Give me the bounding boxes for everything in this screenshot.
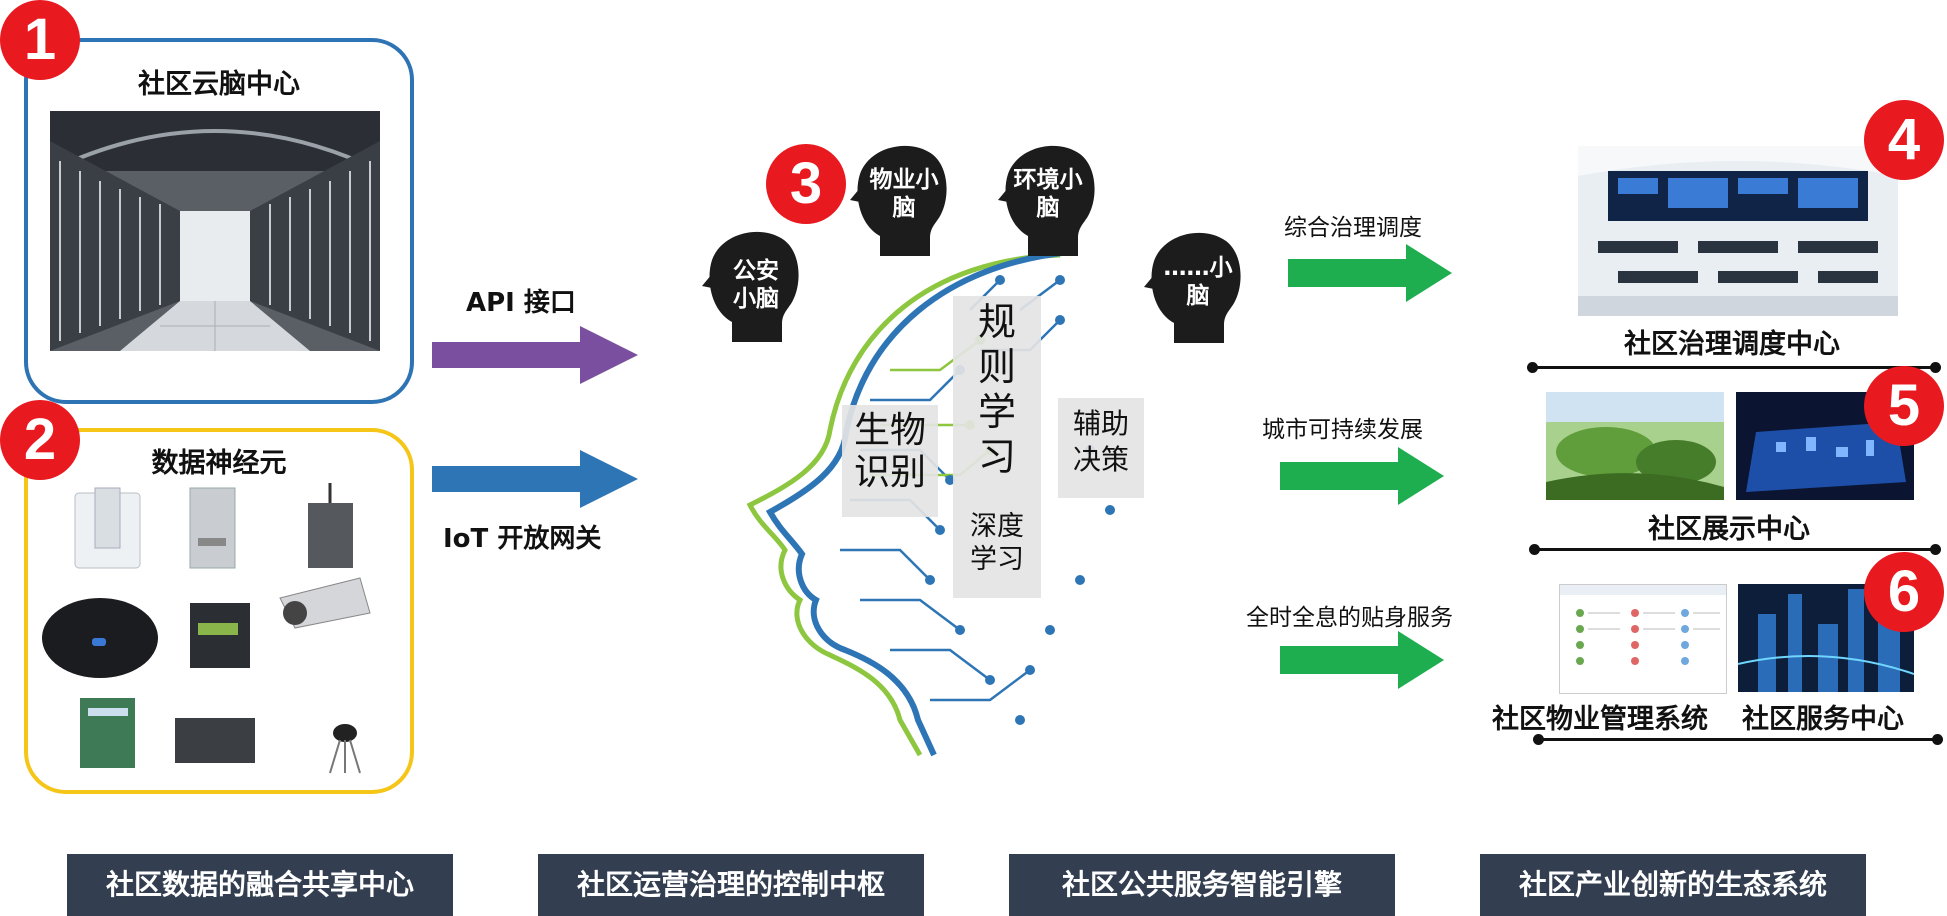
head-property-label: 物业小脑 (869, 167, 939, 221)
deep-learning-label: 深度 学习 (970, 511, 1024, 575)
assist-decision-label: 辅助 决策 (1072, 407, 1129, 476)
head-environment-label: 环境小脑 (1013, 167, 1083, 221)
rule-learning-label: 规 则 学 习 (977, 300, 1016, 479)
dispatch-center-photo (1578, 146, 1898, 316)
data-neuron-title: 数据神经元 (151, 448, 287, 479)
property-system-photo (1559, 584, 1727, 694)
badge-2: 2 (0, 400, 80, 480)
flow-arrow-service (1280, 631, 1444, 689)
badge-5: 5 (1864, 366, 1944, 446)
head-police-icon (702, 231, 799, 342)
iot-devices-photo (40, 478, 390, 778)
bio-recognition-label: 生物 识别 (853, 410, 926, 493)
flow-arrow-dispatch (1288, 244, 1452, 302)
server-room-photo (50, 111, 380, 351)
footer-data-fusion: 社区数据的融合共享中心 (67, 854, 453, 916)
iot-arrow (432, 450, 638, 508)
flow-arrow-sustainable (1280, 447, 1444, 505)
assist-decision-box (1058, 398, 1144, 498)
dispatch-center-title: 社区治理调度中心 (1624, 329, 1840, 360)
api-label: API 接口 (466, 288, 576, 318)
flow-label-dispatch: 综合治理调度 (1284, 215, 1422, 241)
head-environment-icon (998, 145, 1095, 256)
badge-1: 1 (0, 0, 80, 80)
iot-label: IoT 开放网关 (443, 524, 602, 554)
display-model-photo (1736, 392, 1914, 500)
api-arrow (432, 326, 638, 384)
flow-label-service: 全时全息的贴身服务 (1246, 605, 1453, 631)
cloud-brain-title: 社区云脑中心 (138, 69, 300, 100)
rule-learning-box (953, 296, 1041, 598)
flow-label-sustainable: 城市可持续发展 (1262, 417, 1423, 443)
divider-2 (1529, 544, 1941, 555)
display-center-title: 社区展示中心 (1648, 514, 1810, 545)
badge-4: 4 (1864, 100, 1944, 180)
head-more-label: ……小脑 (1163, 255, 1233, 309)
badge-3: 3 (766, 144, 846, 224)
badge-6: 6 (1864, 552, 1944, 632)
property-system-title: 社区物业管理系统 (1492, 704, 1708, 735)
footer-industry-ecosystem: 社区产业创新的生态系统 (1480, 854, 1866, 916)
service-center-title: 社区服务中心 (1742, 704, 1904, 735)
footer-public-service: 社区公共服务智能引擎 (1009, 854, 1395, 916)
footer-operations-control: 社区运营治理的控制中枢 (538, 854, 924, 916)
divider-1 (1527, 362, 1941, 373)
head-more-icon (1144, 232, 1241, 343)
head-property-icon (850, 145, 947, 256)
divider-3 (1533, 734, 1943, 745)
display-landscape-photo (1546, 392, 1724, 500)
bio-recognition-box (842, 405, 938, 517)
head-police-label: 公安小脑 (733, 258, 779, 312)
